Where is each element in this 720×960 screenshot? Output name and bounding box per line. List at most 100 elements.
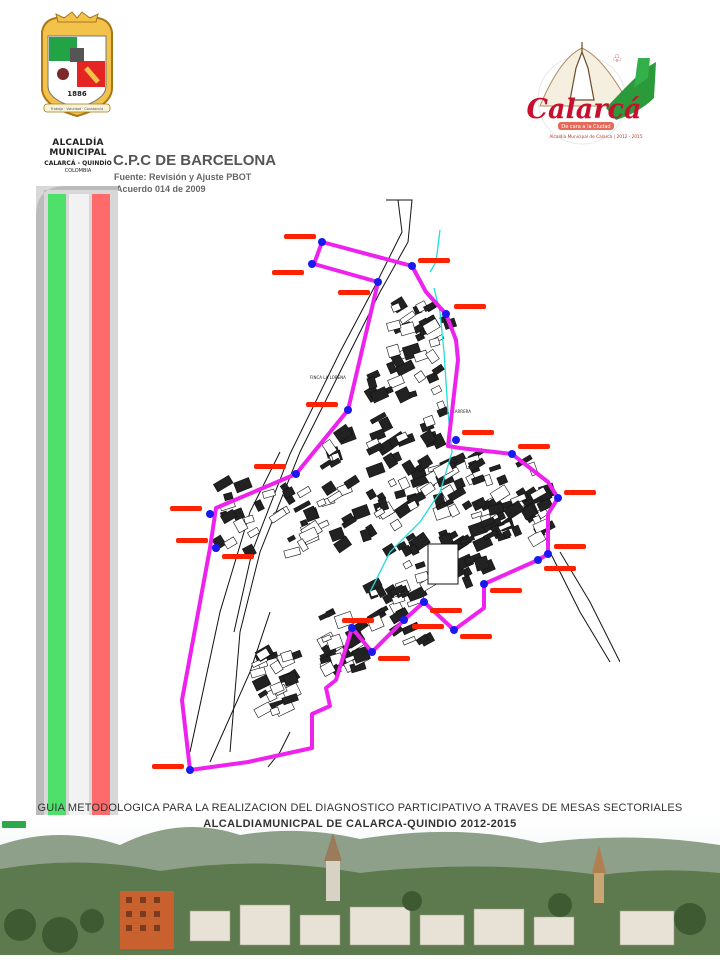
map-block [223,491,234,502]
map-block [483,529,499,541]
map-block [431,363,445,376]
map-block [376,439,394,456]
map-block [281,693,299,706]
map-block [283,546,302,559]
map-block [243,514,255,525]
map-block [392,451,403,463]
vertex-label [430,608,462,613]
map-block [341,516,357,529]
footer-alcaldia: ALCALDIAMUNICPAL DE CALARCA-QUINDIO 2012… [203,818,517,830]
map-block [461,574,474,589]
map-block [293,500,312,513]
map-block [435,498,455,511]
cpc-boundary [180,240,560,772]
map-block [387,374,405,389]
map-source: Fuente: Revisión y Ajuste PBOT [114,172,252,182]
map-block [394,489,407,500]
alcaldia-country: COLOMBIA [64,168,92,174]
boundary-vertex [212,544,220,552]
map-block [473,555,490,572]
map-block [386,319,402,332]
map-block [219,508,238,525]
map-block [249,666,267,679]
map-block [461,500,473,511]
map-block [321,438,338,456]
map-block [365,462,386,478]
boundary-vertex [374,278,382,286]
footer-guide-title: GUIA METODOLOGICA PARA LA REALIZACION DE… [37,802,683,814]
map-block [419,481,436,497]
map-block [333,535,353,554]
map-block [417,454,434,470]
map-block [463,552,483,566]
map-block [319,459,333,470]
map-block [268,507,288,524]
map-block [423,301,436,313]
boundary-vertex [348,624,356,632]
alcaldia-title: ALCALDÍA MUNICIPAL [49,138,107,158]
boundary-vertex [420,598,428,606]
calarca-logo: ♧ Calarcá De cara a la Ciudad Alcaldía M… [527,42,656,145]
map-agreement: Acuerdo 014 de 2009 [116,184,206,194]
boundary-vertex [508,450,516,458]
map-block [510,493,527,505]
map-block [302,505,319,523]
map-block [386,343,401,358]
boundary-vertex [344,406,352,414]
map-block [447,486,467,502]
boundary-vertex [480,580,488,588]
vertex-label [564,490,596,495]
vertex-label [338,290,370,295]
map-block [390,302,402,313]
map-block [428,337,441,348]
map-block [483,474,494,487]
map-block [421,318,441,336]
boundary-vertex [308,260,316,268]
map-block [366,376,378,390]
map-block [269,681,285,695]
vertex-label [518,444,550,449]
boundary-vertex [442,310,450,318]
map-block [388,584,405,597]
map-block [406,499,419,512]
town-panorama-photo [0,815,720,960]
map-block [247,526,261,539]
map-block [414,561,426,570]
map-block [489,484,511,504]
map-block [413,370,427,384]
road-network [189,199,620,768]
map-block [471,474,486,486]
map-block [286,534,297,543]
map-block [529,486,547,501]
shield-year: 1886 [67,90,87,98]
vertex-label [490,588,522,593]
map-block [480,516,496,528]
map-block [369,428,387,443]
map-block [471,496,488,512]
flag-white-stripe [69,194,89,912]
map-block [316,498,327,508]
shield-motto: Trabajo · Voluntad · Constancia [50,107,103,111]
calarca-tagline: De cara a la Ciudad [561,124,610,130]
vertex-label [272,270,304,275]
vertex-label [544,566,576,571]
barcelona-map: FINCA LA LORENA CARRERA [150,192,620,790]
map-block [430,384,443,396]
map-block [282,486,296,499]
map-block [488,463,502,473]
map-block [502,529,512,539]
map-block [365,488,378,501]
map-block [425,348,440,365]
map-block [269,706,281,717]
map-block [253,499,265,512]
vertex-label [460,634,492,639]
map-block [511,524,523,538]
map-block [389,518,403,532]
map-block [233,477,253,494]
calarca-brand: Calarcá [527,94,642,125]
map-block [326,490,343,504]
vertex-label [454,304,486,309]
map-block [496,474,509,486]
map-block [386,361,398,375]
map-block [399,310,416,325]
